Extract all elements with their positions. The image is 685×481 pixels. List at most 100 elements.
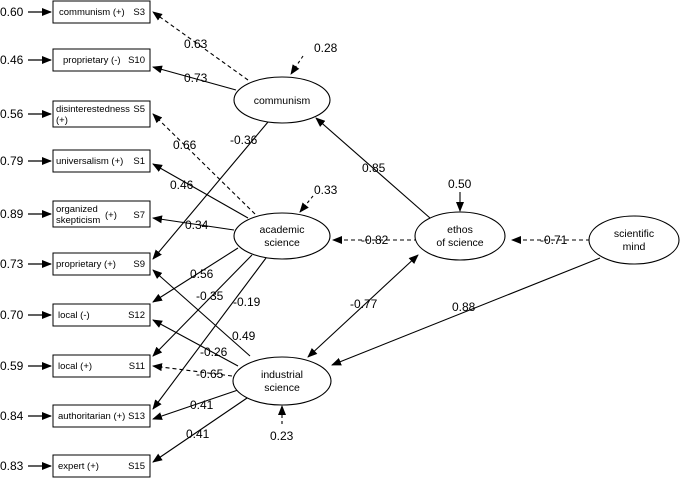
coef-industrial-s12: -0.26 [200, 345, 228, 359]
indicator-label: authoritarian (+) [58, 411, 125, 422]
error-value: 0.83 [0, 459, 24, 473]
error-value: 0.59 [0, 359, 24, 373]
indicator-code: S5 [133, 104, 145, 115]
coef-ethos-communism: 0.85 [362, 161, 386, 175]
latent-scientific-mind: scientific mind [588, 215, 680, 265]
latent-label: communism [254, 95, 311, 107]
error-value: 0.79 [0, 154, 24, 168]
coef-ethos-academic: -0.82 [361, 233, 389, 247]
coef-academic-s1: 0.46 [170, 178, 194, 192]
error-terms: 0.60 0.46 0.56 0.79 0.89 0.73 0.70 0.59 [0, 5, 52, 473]
error-term: 0.79 [0, 154, 52, 168]
path-academic-s5 [152, 113, 256, 215]
latent-label: scientific [614, 228, 654, 240]
indicator-box: local (+) S11 [52, 354, 151, 378]
error-value: 0.84 [0, 409, 24, 423]
indicator-box: expert (+) S15 [52, 454, 151, 478]
indicator-code: S13 [128, 411, 145, 422]
path-academic-s11 [152, 254, 253, 357]
path-coefficients: 0.63 0.73 -0.36 0.66 0.46 0.34 0.56 -0.3… [170, 37, 568, 441]
latent-label: ethos [447, 224, 473, 236]
latent-label-line2: science [264, 382, 300, 394]
indicator-code: S10 [128, 55, 145, 66]
error-term: 0.46 [0, 53, 52, 67]
indicator-code: S3 [133, 7, 145, 18]
path-ethos-communism [315, 117, 431, 219]
indicator-label: organized [56, 204, 98, 215]
latent-label-line2: science [264, 237, 300, 249]
measurement-paths [152, 11, 269, 463]
path-academic-s1 [152, 163, 249, 219]
indicator-code: S11 [129, 361, 145, 372]
residual-ethos: 0.50 [448, 177, 472, 191]
latent-label-line2: mind [623, 241, 646, 253]
coef-academic-s11: -0.35 [196, 289, 224, 303]
path-academic-s13 [152, 257, 267, 410]
coef-industrial-s15: 0.41 [186, 427, 210, 441]
path-communism-s9 [152, 121, 269, 260]
indicator-label: communism (+) [59, 7, 125, 18]
latent-variables: communism academic science industrial sc… [232, 76, 680, 406]
path-industrial-s15 [152, 395, 251, 463]
residual-academic-arrow [299, 195, 314, 213]
path-industrial-s12 [152, 319, 239, 367]
error-term: 0.83 [0, 459, 52, 473]
coef-academic-s13: -0.19 [233, 295, 261, 309]
residual-industrial: 0.23 [270, 429, 294, 443]
indicator-label: disinterestedness [56, 104, 130, 115]
coef-academic-s12: 0.56 [190, 267, 214, 281]
residual-communism: 0.28 [314, 41, 338, 55]
indicator-label-suffix: (+) [105, 210, 117, 221]
path-academic-s12 [152, 247, 239, 303]
indicator-code: S1 [133, 156, 145, 167]
path-industrial-s13 [152, 389, 239, 420]
error-value: 0.89 [0, 207, 24, 221]
indicator-box: organized skepticism (+) S7 [52, 200, 151, 228]
coef-mind-industrial: 0.88 [452, 300, 476, 314]
indicator-code: S7 [133, 210, 145, 221]
coef-industrial-s11: -0.65 [196, 367, 224, 381]
coef-academic-s7: 0.34 [185, 218, 209, 232]
coef-ethos-industrial: -0.77 [350, 297, 378, 311]
residual-values: 0.28 0.33 0.50 0.23 [270, 41, 472, 443]
indicator-box: communism (+) S3 [52, 0, 151, 24]
error-value: 0.60 [0, 5, 24, 19]
latent-label: industrial [261, 369, 303, 381]
error-term: 0.56 [0, 107, 52, 121]
residual-academic: 0.33 [314, 183, 338, 197]
indicator-boxes: communism (+) S3 proprietary (-) S10 dis… [52, 0, 151, 478]
error-value: 0.70 [0, 308, 24, 322]
error-term: 0.73 [0, 257, 52, 271]
path-mind-industrial [331, 257, 601, 366]
error-term: 0.60 [0, 5, 52, 19]
error-value: 0.56 [0, 107, 24, 121]
residual-communism-arrow [290, 55, 304, 75]
indicator-label: expert (+) [58, 461, 99, 472]
indicator-code: S15 [128, 461, 145, 472]
latent-industrial-science: industrial science [232, 356, 332, 406]
indicator-box: local (-) S12 [52, 303, 151, 327]
error-term: 0.70 [0, 308, 52, 322]
error-term: 0.89 [0, 207, 52, 221]
coef-academic-s5: 0.66 [173, 138, 197, 152]
latent-ethos-of-science: ethos of science [414, 211, 506, 261]
residual-arrows [278, 55, 464, 424]
coef-communism-s10: 0.73 [184, 71, 208, 85]
indicator-label: universalism (+) [56, 156, 123, 167]
path-academic-s7 [152, 215, 235, 231]
indicator-box: authoritarian (+) S13 [52, 404, 151, 428]
latent-academic-science: academic science [233, 212, 331, 260]
path-communism-s10 [152, 65, 237, 91]
indicator-label: proprietary (+) [56, 259, 116, 270]
latent-communism: communism [233, 76, 331, 124]
indicator-box: proprietary (-) S10 [52, 48, 151, 72]
coef-mind-ethos: -0.71 [540, 233, 568, 247]
indicator-label-line2: skepticism [56, 215, 100, 226]
path-communism-s3 [152, 11, 249, 81]
error-term: 0.84 [0, 409, 52, 423]
latent-label-line2: of science [436, 237, 483, 249]
coef-communism-s3: 0.63 [184, 37, 208, 51]
coef-industrial-s13: 0.41 [190, 398, 214, 412]
path-industrial-s11 [152, 363, 233, 377]
error-term: 0.59 [0, 359, 52, 373]
